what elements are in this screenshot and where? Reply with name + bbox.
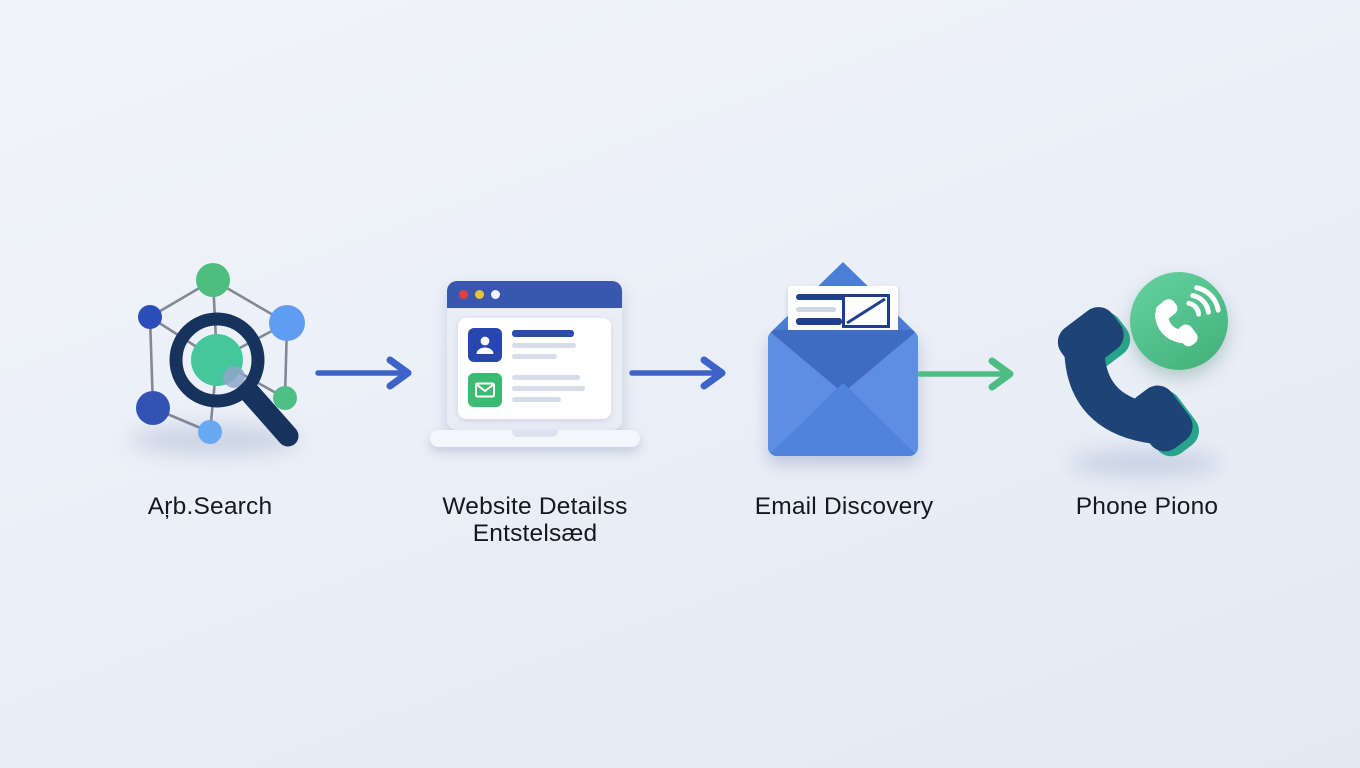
network-search-icon [136, 263, 305, 447]
node-green-right [273, 386, 297, 410]
card-row-email [468, 373, 601, 407]
phone-icon-shadow [1070, 450, 1220, 476]
node-lightblue-bottom [198, 420, 222, 444]
signal-waves-icon [1186, 285, 1221, 317]
step-label-line1: Website Detailss [442, 493, 628, 520]
envelope-body [768, 330, 918, 456]
phone-call-icon [1154, 285, 1221, 347]
lens-reflection [223, 366, 245, 388]
browser-dot-white-icon [491, 290, 500, 299]
user-avatar-icon [468, 328, 502, 362]
step-label-network-search: Aŗb.Search [147, 493, 273, 520]
arrow-right-icon [629, 356, 726, 390]
step-label-website-details: Website Detailss Entstelsæd [375, 493, 695, 548]
magnifier-lens-icon [169, 312, 265, 408]
step-label-email-discovery: Email Discovery [754, 493, 934, 520]
card-text-lines [512, 373, 585, 402]
email-badge-icon [468, 373, 502, 407]
arrow-right-icon [315, 356, 412, 390]
node-blue-bottomleft [136, 391, 170, 425]
browser-dot-yellow-icon [475, 290, 484, 299]
step-label-phone: Phone Piono [1075, 493, 1219, 520]
profile-card [458, 318, 611, 419]
node-blue-left [138, 305, 162, 329]
browser-topbar [447, 281, 622, 308]
phone-handset-icon [1057, 307, 1199, 457]
laptop-base [430, 430, 640, 447]
node-lightblue-right [269, 305, 305, 341]
step-label-line2: Entstelsæd [472, 520, 598, 548]
laptop-notch [512, 430, 558, 437]
card-text-lines [512, 328, 576, 359]
arrow-right-icon [917, 357, 1014, 391]
signature-box-icon [842, 294, 890, 328]
magnifier-handle-icon [239, 382, 299, 447]
website-browser-icon [447, 281, 622, 430]
phone-badge [1130, 272, 1228, 370]
card-row-user [468, 328, 601, 362]
node-green-top [196, 263, 230, 297]
email-envelope-icon [768, 260, 918, 456]
browser-dot-red-icon [459, 290, 468, 299]
